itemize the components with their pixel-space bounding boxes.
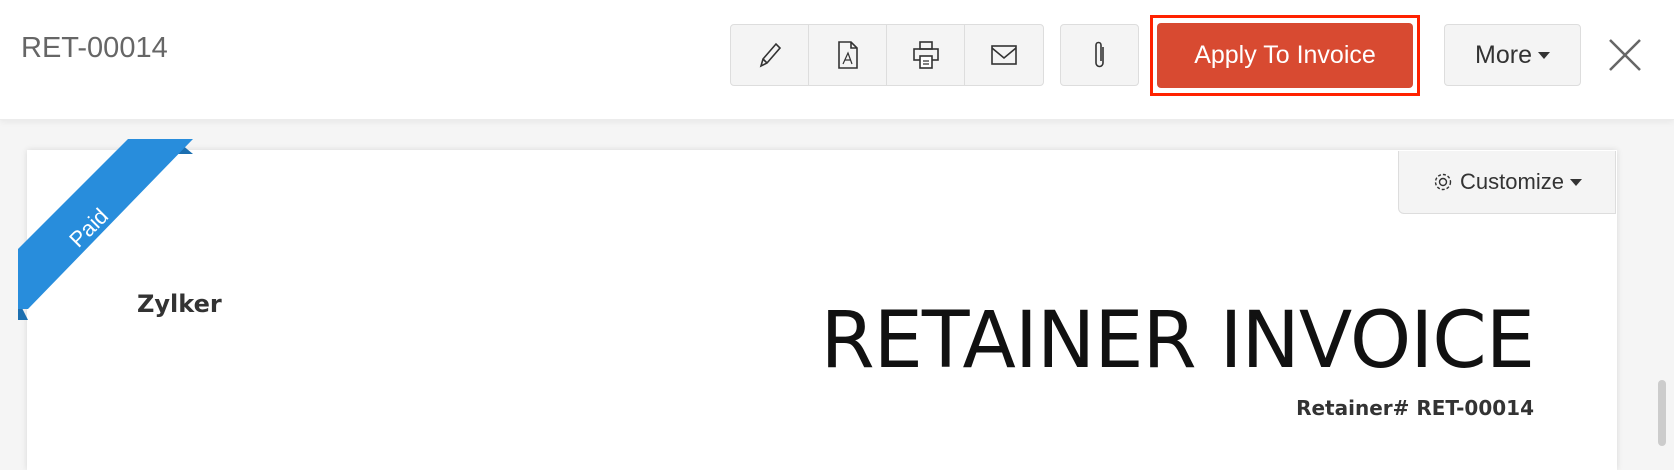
scrollbar[interactable]: [1658, 380, 1666, 446]
pdf-button[interactable]: [809, 25, 887, 85]
action-toolbar: [730, 24, 1044, 86]
document-title: RETAINER INVOICE: [820, 296, 1535, 386]
edit-button[interactable]: [731, 25, 809, 85]
close-icon[interactable]: [1606, 36, 1644, 74]
top-bar: RET-00014 Apply To Invoice More: [0, 0, 1674, 120]
pdf-icon: [837, 41, 858, 69]
printer-icon: [912, 41, 939, 69]
mail-icon: [991, 45, 1017, 65]
paperclip-icon: [1094, 41, 1104, 68]
gear-icon: [1434, 173, 1452, 191]
apply-highlight: Apply To Invoice: [1150, 15, 1420, 96]
customize-button[interactable]: Customize: [1398, 151, 1616, 214]
paid-ribbon: Paid: [18, 139, 193, 320]
company-name: Zylker: [137, 290, 222, 318]
retainer-invoice-document: [27, 150, 1617, 470]
more-label: More: [1475, 40, 1532, 69]
email-button[interactable]: [965, 25, 1043, 85]
pencil-icon: [759, 42, 781, 68]
caret-down-icon: [1537, 51, 1550, 59]
more-button[interactable]: More: [1444, 24, 1581, 86]
page-title: RET-00014: [21, 32, 168, 64]
apply-to-invoice-button[interactable]: Apply To Invoice: [1157, 23, 1413, 88]
print-button[interactable]: [887, 25, 965, 85]
retainer-number: Retainer# RET-00014: [1296, 396, 1534, 420]
caret-down-icon: [1569, 178, 1582, 186]
attach-button[interactable]: [1060, 24, 1139, 86]
customize-label: Customize: [1460, 169, 1564, 194]
